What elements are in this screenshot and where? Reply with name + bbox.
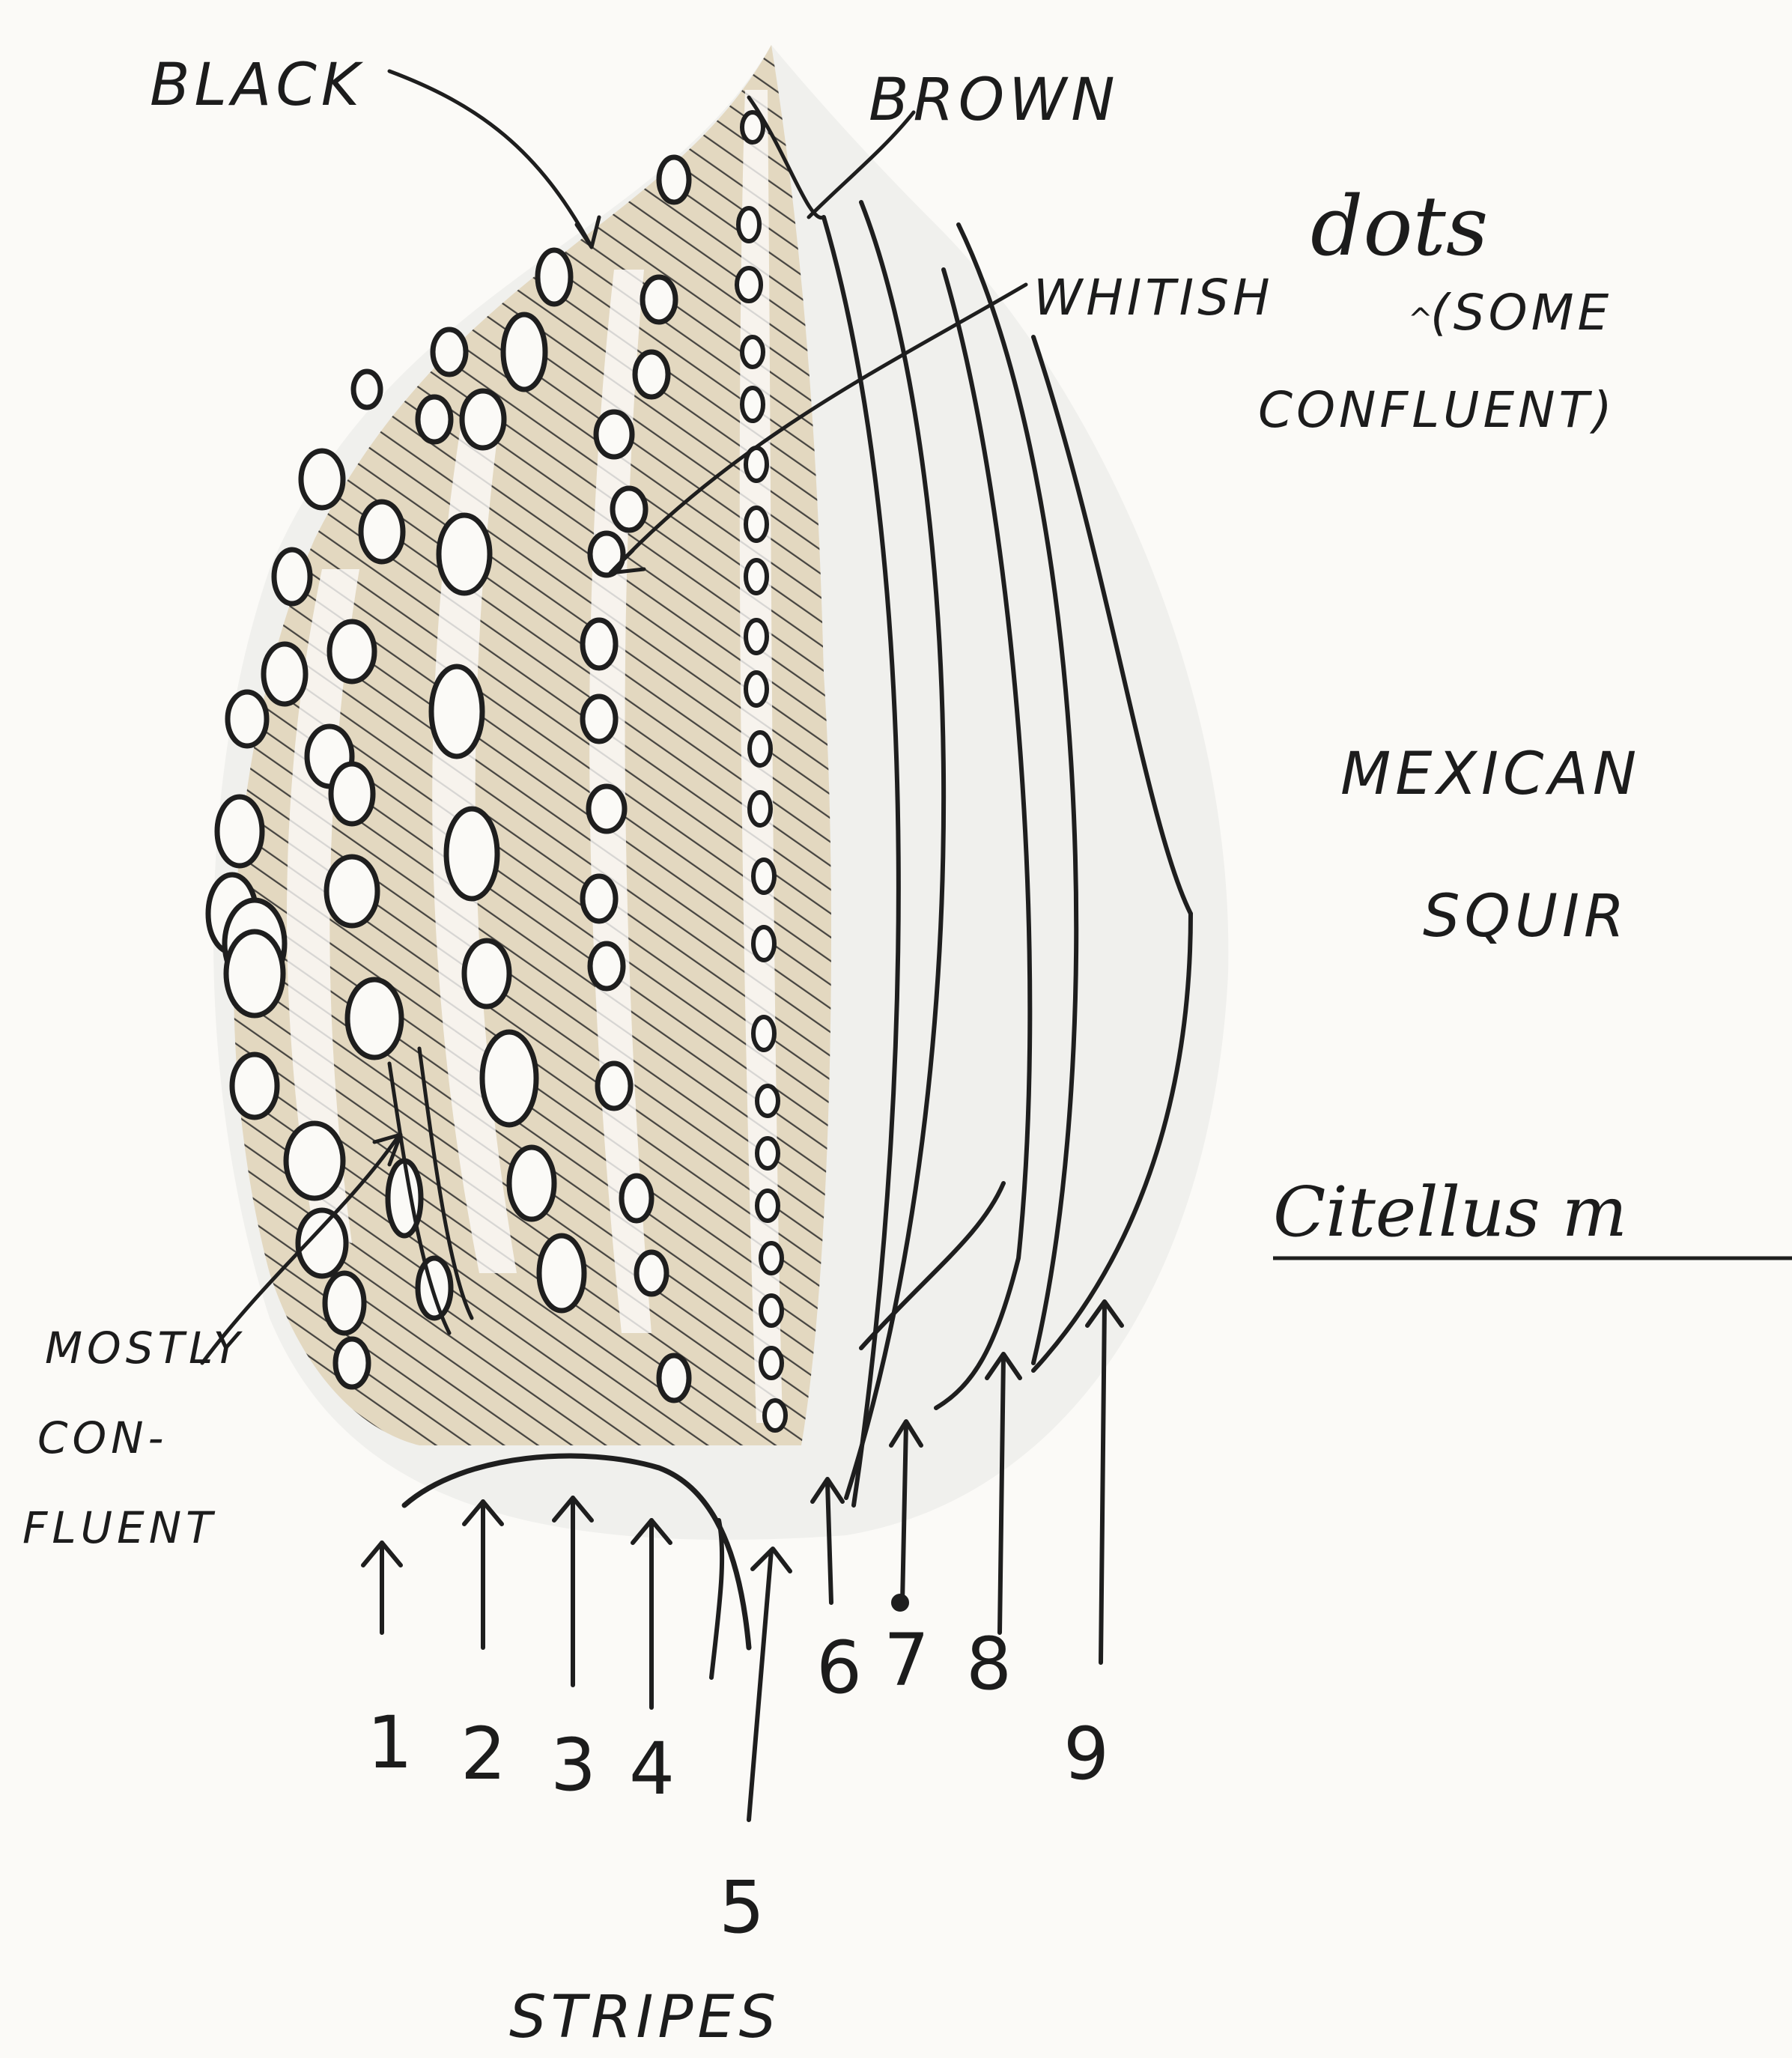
stripe-number-2: 2 [461, 1712, 506, 1796]
label-scientific-name: Citellus m [1273, 1172, 1627, 1252]
arrow-1 [363, 1543, 401, 1633]
label-some: (SOME [1430, 284, 1612, 342]
label-brown: BROWN [869, 67, 1120, 134]
label-mostly: MOSTLY [45, 1323, 244, 1373]
caret-mark: ^ [1408, 303, 1433, 337]
label-fluent: FLUENT [22, 1502, 217, 1553]
stripe-number-1: 1 [367, 1701, 413, 1785]
stripe-number-4: 4 [629, 1727, 675, 1811]
label-whitish: WHITISH [1033, 269, 1274, 327]
stripe-number-5: 5 [719, 1866, 765, 1949]
stripe-number-labels: 1 2 3 4 5 6 7 8 9 [367, 1618, 1109, 1949]
stripe-number-7: 7 [884, 1618, 929, 1702]
label-dots: dots [1310, 178, 1488, 274]
stripe-number-9: 9 [1063, 1712, 1109, 1796]
arrow-4 [633, 1520, 670, 1708]
arrow-2 [464, 1502, 502, 1648]
label-mexican: MEXICAN [1340, 741, 1641, 808]
label-squirrel: SQUIR [1423, 883, 1629, 950]
label-con: CON- [37, 1412, 168, 1463]
arc-tail [711, 1520, 722, 1678]
stripe-number-6: 6 [816, 1626, 862, 1710]
stripe-number-3: 3 [550, 1723, 596, 1807]
stripe-number-8: 8 [966, 1622, 1012, 1706]
label-stripes: STRIPES [509, 1984, 780, 2051]
black-leader [389, 71, 592, 247]
arrow-5 [749, 1549, 790, 1820]
label-black: BLACK [150, 52, 364, 119]
label-confluent: CONFLUENT) [1258, 381, 1616, 439]
arrow-6 [813, 1479, 842, 1603]
